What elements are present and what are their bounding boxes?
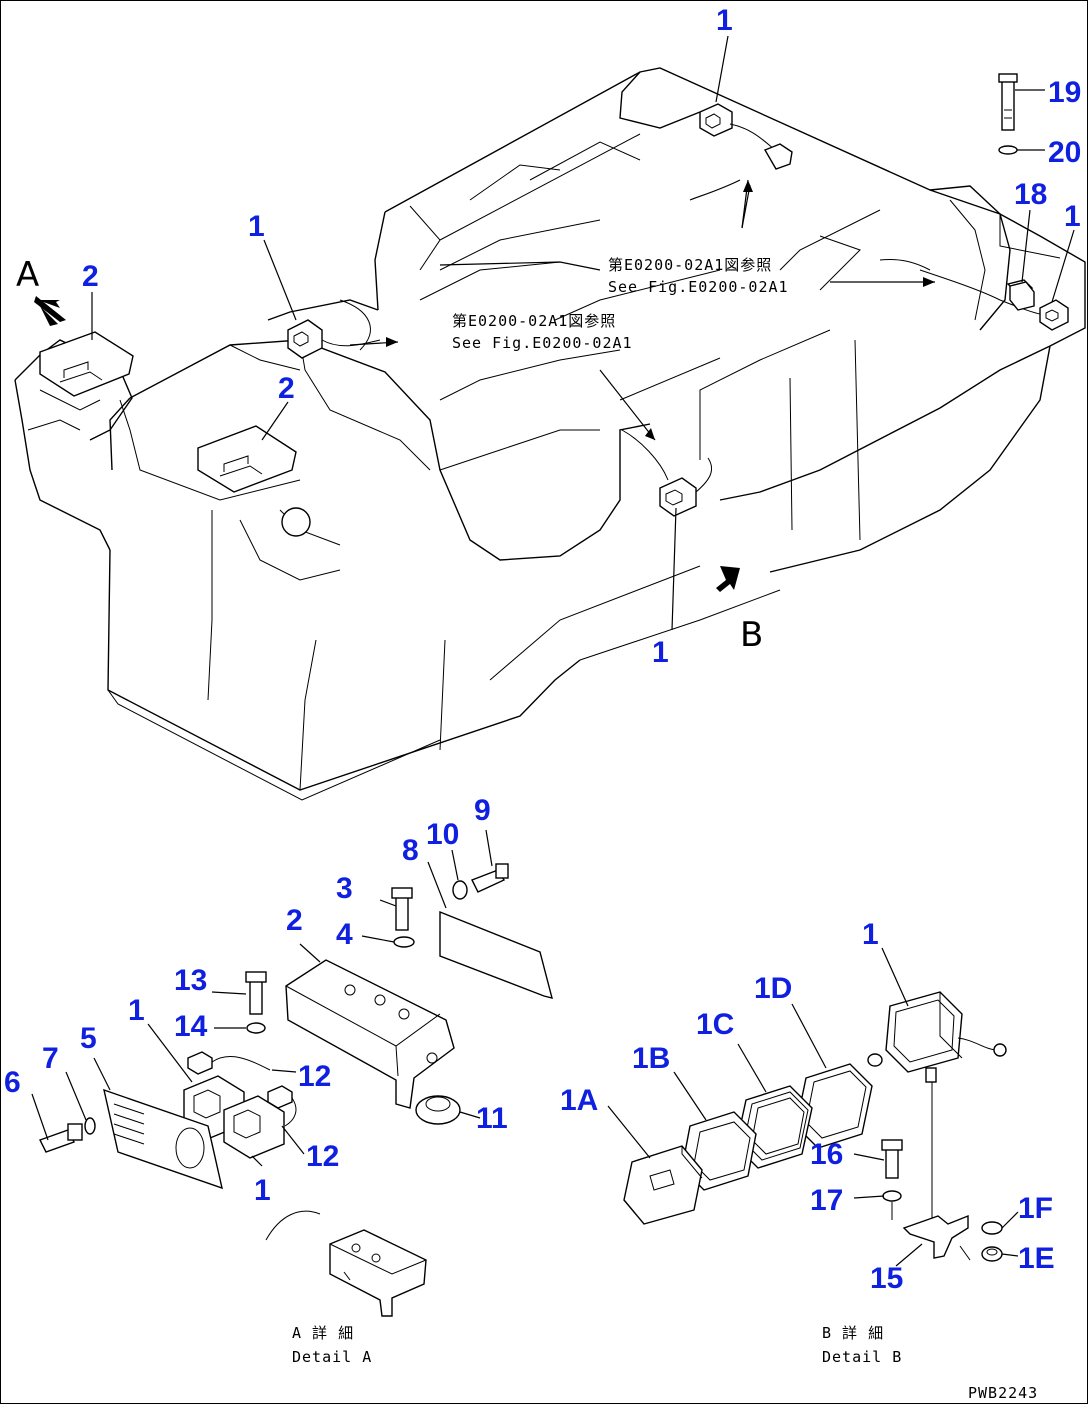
leader-lines-detail-b xyxy=(607,947,1019,1267)
view-arrow-b xyxy=(716,566,740,592)
lamp-top xyxy=(689,103,793,229)
callout-14: 14 xyxy=(174,1010,208,1043)
detail-a-assembly xyxy=(39,863,553,1317)
note-left-ref-en: See Fig.E0200-02A1 xyxy=(452,334,633,352)
leader-lines-detail-a xyxy=(31,829,493,1167)
callout-8: 8 xyxy=(402,834,419,867)
callout-2-left: 2 xyxy=(82,260,99,293)
machine-body xyxy=(14,67,1086,801)
callout-12-b: 12 xyxy=(306,1140,339,1173)
callout-12-a: 12 xyxy=(298,1060,331,1093)
view-arrow-a xyxy=(34,296,66,326)
callout-2-mid: 2 xyxy=(278,372,295,405)
callout-10: 10 xyxy=(426,818,459,851)
detail-b-assembly xyxy=(623,991,1007,1262)
callout-20: 20 xyxy=(1048,136,1081,169)
drawing-code: PWB2243 xyxy=(968,1384,1038,1402)
relay-18 xyxy=(1009,281,1035,311)
callout-1-bottom: 1 xyxy=(652,636,669,669)
reference-arrows xyxy=(349,179,935,441)
callout-5: 5 xyxy=(80,1022,97,1055)
callout-1B: 1B xyxy=(632,1042,670,1075)
callout-1D: 1D xyxy=(754,972,792,1005)
guard-left xyxy=(39,331,134,397)
callout-1-top: 1 xyxy=(716,4,733,37)
callout-1-left: 1 xyxy=(248,210,265,243)
callout-1-detail-a2: 1 xyxy=(254,1174,271,1207)
callout-6: 6 xyxy=(4,1066,21,1099)
detail-b-label-jp: B 詳 細 xyxy=(822,1324,884,1342)
callout-9: 9 xyxy=(474,794,491,827)
view-marker-b: B xyxy=(740,615,763,655)
lamp-left xyxy=(287,299,381,359)
callout-1A: 1A xyxy=(560,1084,598,1117)
callout-3: 3 xyxy=(336,872,353,905)
callout-11: 11 xyxy=(476,1102,508,1135)
callout-1-right: 1 xyxy=(1064,200,1081,233)
callout-17: 17 xyxy=(810,1184,843,1217)
callout-18: 18 xyxy=(1014,178,1047,211)
guard-mid xyxy=(197,425,297,493)
callout-19: 19 xyxy=(1048,76,1081,109)
lamp-bottom xyxy=(621,429,712,517)
bolt-19 xyxy=(998,73,1018,131)
callout-7: 7 xyxy=(42,1042,59,1075)
callout-15: 15 xyxy=(870,1262,903,1295)
note-left-ref-jp: 第E0200-02A1図参照 xyxy=(452,312,616,330)
callout-1C: 1C xyxy=(696,1008,734,1041)
callout-1-detail-a: 1 xyxy=(128,994,145,1027)
callout-4: 4 xyxy=(336,918,353,951)
callout-2-detail: 2 xyxy=(286,904,303,937)
note-right-ref-jp: 第E0200-02A1図参照 xyxy=(608,256,772,274)
detail-a-label-en: Detail A xyxy=(292,1348,372,1366)
view-marker-a: A xyxy=(16,255,39,295)
washer-20 xyxy=(998,145,1018,155)
note-right-ref-en: See Fig.E0200-02A1 xyxy=(608,278,789,296)
detail-b-label-en: Detail B xyxy=(822,1348,902,1366)
callout-13: 13 xyxy=(174,964,207,997)
callout-1F: 1F xyxy=(1018,1192,1053,1225)
callout-1E: 1E xyxy=(1018,1242,1055,1275)
callout-16: 16 xyxy=(810,1138,843,1171)
detail-a-label-jp: A 詳 細 xyxy=(292,1324,354,1342)
callout-1-detail-b: 1 xyxy=(862,918,879,951)
